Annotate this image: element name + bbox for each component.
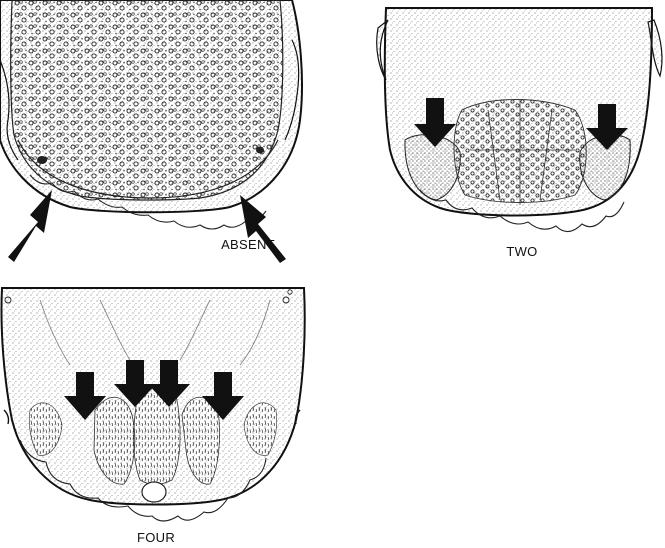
papillae-field	[11, 0, 283, 200]
panel-absent	[0, 0, 302, 263]
center-lobe	[142, 482, 166, 502]
label-two: TWO	[482, 244, 562, 259]
tongue-absent-illustration	[0, 0, 302, 229]
tongue-four-illustration	[1, 288, 304, 521]
label-absent: ABSENT	[208, 237, 288, 252]
label-four: FOUR	[116, 530, 196, 545]
panel-two	[377, 8, 662, 232]
panel-four	[1, 288, 304, 521]
thick-black-arrow-icon	[240, 195, 286, 263]
tongue-two-illustration	[377, 8, 662, 232]
thick-black-arrow-icon	[8, 190, 52, 262]
